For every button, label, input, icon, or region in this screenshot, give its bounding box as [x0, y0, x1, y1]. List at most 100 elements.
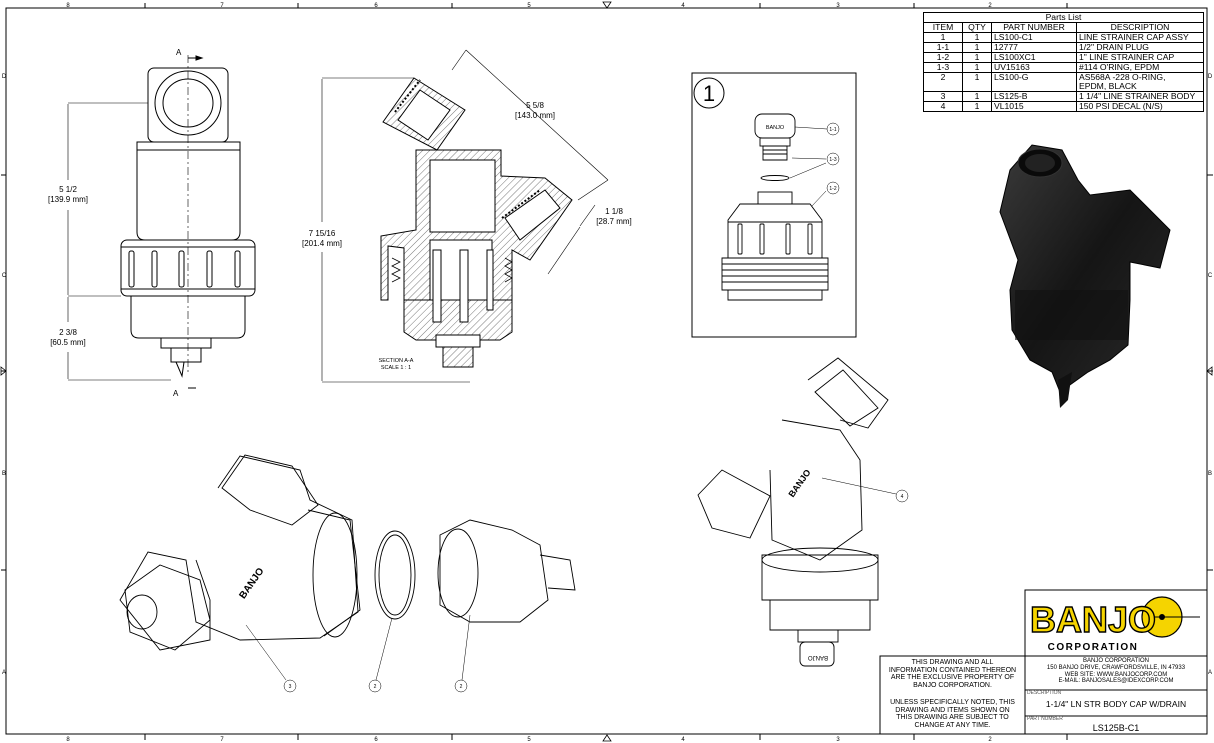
- dim-outlet-offset: 1 1/8: [605, 207, 623, 216]
- balloon-1-3: 1-3: [829, 157, 836, 163]
- front-dimensions: [67, 102, 171, 381]
- description-label: DESCRIPTION: [1027, 690, 1062, 696]
- cell-part: 12777: [991, 42, 1077, 53]
- cap-logo-text: BANJO: [766, 125, 785, 131]
- cell-part: LS100-G: [991, 72, 1077, 92]
- banjo-logo: BANJO CORPORATION: [1029, 596, 1200, 653]
- zone-bottom-4: 4: [681, 737, 685, 743]
- zone-side-b-right: B: [1208, 471, 1212, 477]
- front-view: [120, 55, 256, 389]
- col-description: DESCRIPTION: [1076, 22, 1204, 33]
- zone-side-b: B: [2, 471, 6, 477]
- zone-bottom-3: 3: [836, 737, 840, 743]
- change-notice: UNLESS SPECIFICALLY NOTED, THIS DRAWING …: [882, 699, 1023, 729]
- notice-line: THIS DRAWING AND ALL: [911, 659, 994, 666]
- part-number-label: PART NUMBER: [1027, 716, 1063, 722]
- zone-top-4: 4: [681, 3, 685, 9]
- zone-bottom-5: 5: [527, 737, 531, 743]
- cell-part: UV15163: [991, 62, 1077, 73]
- dim-inlet-length: 5 5/8: [526, 101, 544, 110]
- detail-leaders: [789, 122, 840, 207]
- dim-overall-height-mm: [201.4 mm]: [302, 239, 342, 248]
- zone-side-c-right: C: [1208, 273, 1213, 279]
- decal-balloon: [895, 489, 909, 503]
- dim-body-height-mm: [139.9 mm]: [48, 195, 88, 204]
- ownership-notice: THIS DRAWING AND ALL INFORMATION CONTAIN…: [882, 659, 1023, 689]
- cell-desc-line2: EPDM, BLACK: [1079, 81, 1137, 91]
- cell-part: LS125-B: [991, 91, 1077, 102]
- zone-bottom-2: 2: [988, 737, 992, 743]
- parts-list-caption: Parts List: [923, 12, 1204, 23]
- cell-item: 1-3: [923, 62, 963, 73]
- dim-cap-height: 2 3/8: [59, 328, 77, 337]
- company-address: BANJO CORPORATION 150 BANJO DRIVE, CRAWF…: [1027, 658, 1205, 685]
- detail-number-circle: [693, 77, 725, 109]
- balloon-1-2: 1-2: [829, 186, 836, 192]
- cell-qty: 1: [962, 91, 992, 102]
- parts-list: Parts List ITEM QTY PART NUMBER DESCRIPT…: [923, 12, 1204, 112]
- zone-top-2: 2: [988, 3, 992, 9]
- cell-desc-line1: AS568A -228 O-RING,: [1079, 72, 1166, 82]
- balloon-3: 3: [289, 684, 292, 690]
- detail-number: 1: [703, 81, 715, 106]
- exploded-balloon-text: 3 2 2: [289, 684, 463, 690]
- section-view: [380, 77, 573, 368]
- iso-body-logo: BANJO: [786, 468, 812, 500]
- detail-parts: [721, 113, 829, 301]
- col-item: ITEM: [923, 22, 963, 33]
- title-block-frame: [879, 589, 1208, 735]
- balloon-4: 4: [901, 494, 904, 500]
- section-scale: SCALE 1 : 1: [381, 365, 411, 371]
- cell-item: 1-1: [923, 42, 963, 53]
- cell-item: 3: [923, 91, 963, 102]
- cell-item: 2: [923, 72, 963, 92]
- zone-bottom-6: 6: [374, 737, 378, 743]
- section-dimensions: [321, 49, 609, 383]
- front-dimension-text: 5 1/2 [139.9 mm] 2 3/8 [60.5 mm]: [48, 185, 88, 347]
- notice-line: CHANGE AT ANY TIME.: [914, 721, 991, 729]
- cell-qty: 1: [962, 101, 992, 112]
- zone-top-6: 6: [374, 3, 378, 9]
- notice-line: ARE THE EXCLUSIVE PROPERTY OF: [890, 674, 1015, 682]
- cell-desc: 1" LINE STRAINER CAP: [1076, 52, 1204, 63]
- notice-line: INFORMATION CONTAINED THEREON: [888, 666, 1017, 674]
- dim-inlet-length-mm: [143.0 mm]: [515, 111, 555, 120]
- balloon-2-second: 2: [460, 684, 463, 690]
- zone-top-8: 8: [66, 3, 70, 9]
- cell-part: LS100-C1: [991, 32, 1077, 43]
- zone-side-c: C: [2, 273, 7, 279]
- section-marker-bottom: A: [173, 389, 179, 398]
- balloon-1-1: 1-1: [829, 127, 836, 133]
- company-line: WEB SITE: WWW.BANJOCORP.COM: [1064, 671, 1168, 678]
- company-line: 150 BANJO DRIVE, CRAWFORDSVILLE, IN 4793…: [1046, 664, 1186, 671]
- notice-line: DRAWING AND ITEMS SHOWN ON: [895, 706, 1010, 714]
- zone-top-7: 7: [220, 3, 224, 9]
- section-caption: SECTION A-A SCALE 1 : 1: [379, 358, 414, 371]
- iso-drain-logo: BANJO: [808, 654, 828, 660]
- notice-line: BANJO CORPORATION.: [913, 681, 992, 689]
- cell-part: LS100XC1: [991, 52, 1077, 63]
- iso-line-view: [697, 357, 889, 667]
- exploded-body: [119, 454, 576, 651]
- cell-desc: AS568A -228 O-RING,EPDM, BLACK: [1076, 72, 1204, 92]
- sheet-border: [5, 7, 1208, 735]
- cell-qty: 1: [962, 62, 992, 73]
- cell-desc: #114 O'RING, EPDM: [1076, 62, 1204, 73]
- cell-desc: 150 PSI DECAL (N/S): [1076, 101, 1204, 112]
- detail-balloon-text: 1-1 1-3 1-2: [829, 127, 836, 192]
- zone-ticks: [1, 3, 1213, 740]
- logo-text: BANJO: [1030, 599, 1156, 640]
- col-part-number: PART NUMBER: [991, 22, 1077, 33]
- zone-labels: 8 7 6 5 4 3 2 8 7 6 5 4 3 2 D C B A D C …: [2, 3, 1213, 743]
- section-dimension-text: 7 15/16 [201.4 mm] 5 5/8 [143.0 mm] 1 1/…: [302, 101, 632, 248]
- drawing-description: 1-1/4" LN STR BODY CAP W/DRAIN: [1045, 699, 1187, 709]
- cell-desc: LINE STRAINER CAP ASSY: [1076, 32, 1204, 43]
- cell-qty: 1: [962, 72, 992, 92]
